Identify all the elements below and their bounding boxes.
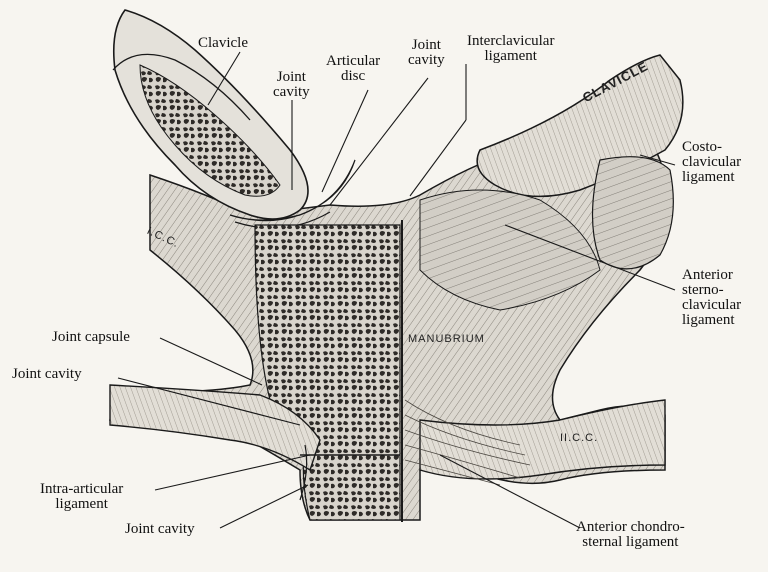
chondrosternal-ligament-fibres <box>404 399 531 486</box>
joint-cavity-lower <box>299 444 308 501</box>
costoclavicular-ligament <box>591 156 674 270</box>
label-joint-cavity-left: Joint cavity <box>12 366 82 382</box>
leader-interclavicular-2 <box>409 119 467 197</box>
leader-joint-capsule <box>159 337 263 386</box>
leader-joint-cavity-bottom <box>219 484 309 529</box>
label-joint-cavity-bottom: Joint cavity <box>125 521 195 537</box>
leader-joint-cavity-left <box>117 377 301 426</box>
leader-intra-articular <box>154 454 311 491</box>
leader-lines <box>117 51 676 529</box>
leader-chondrosternal <box>439 454 581 529</box>
articular-disc <box>229 159 356 222</box>
anterior-sternoclavicular-ligament <box>419 189 601 311</box>
label-interclavicular-ligament: Interclavicular ligament <box>467 33 555 64</box>
label-iicc-right: II.C.C. <box>560 432 599 444</box>
left-clavicle-cut-face <box>112 53 251 121</box>
label-articular-disc: Articular disc <box>326 53 381 84</box>
second-costal-cartilage-right <box>419 399 666 480</box>
label-joint-cavity-top-left: Joint cavity <box>273 69 310 100</box>
leader-joint-cavity-top-mid <box>329 77 429 206</box>
leader-costoclavicular <box>639 154 676 166</box>
left-clavicle-spongy <box>139 64 281 197</box>
label-joint-capsule: Joint capsule <box>52 329 130 345</box>
label-anterior-chondrosternal-ligament: Anterior chondro- sternal ligament <box>576 519 685 550</box>
label-costoclavicular-ligament: Costo- clavicular ligament <box>682 139 742 185</box>
label-intra-articular-ligament: Intra-articular ligament <box>40 481 124 512</box>
label-joint-cavity-top-mid: Joint cavity <box>408 37 445 68</box>
leader-articular-disc <box>321 89 369 193</box>
leader-clavicle <box>207 51 241 106</box>
manubrium-section <box>254 224 401 521</box>
leader-anterior-sternoclavicular <box>504 224 676 291</box>
label-clavicle: Clavicle <box>198 35 248 51</box>
label-manubrium: MANUBRIUM <box>408 333 485 345</box>
first-costal-cartilage-left <box>109 384 321 472</box>
label-anterior-sternoclavicular-ligament: Anterior sterno- clavicular ligament <box>682 267 742 328</box>
